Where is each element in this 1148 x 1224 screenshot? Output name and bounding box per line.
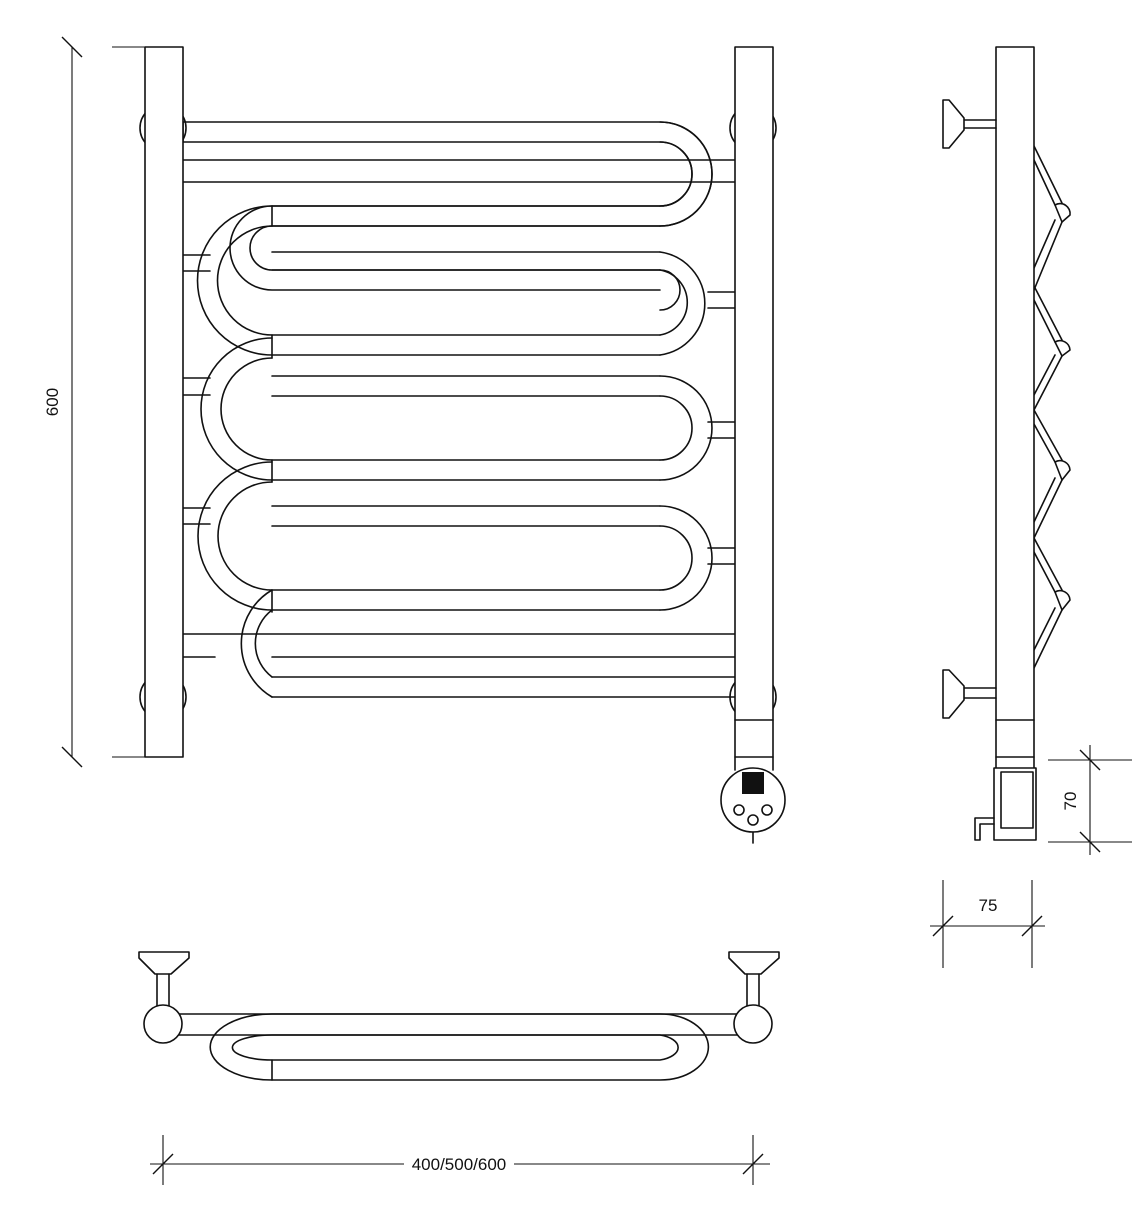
serpentine-tube <box>182 121 736 698</box>
depth-dimension: 75 <box>930 880 1045 968</box>
side-view: 70 75 <box>930 46 1132 968</box>
top-view: 400/500/600 <box>138 951 780 1185</box>
front-wall-mounts <box>139 104 777 721</box>
side-wall-brackets <box>942 99 997 719</box>
top-rail <box>162 1013 754 1036</box>
controller-button-right <box>761 804 773 816</box>
width-label: 400/500/600 <box>412 1155 507 1174</box>
controller-button-left <box>733 804 745 816</box>
side-zigzag <box>1033 145 1071 669</box>
right-post <box>734 46 774 758</box>
height-dimension: 600 <box>43 36 183 768</box>
controller-button-center <box>747 814 759 826</box>
top-right-post <box>733 1004 773 1044</box>
heater-controller <box>720 756 786 844</box>
front-view: 600 <box>43 36 786 844</box>
top-brackets <box>138 951 780 1007</box>
left-post <box>144 46 184 758</box>
height-label: 600 <box>43 388 62 416</box>
front-connectors <box>182 159 736 658</box>
front-posts <box>144 46 774 758</box>
control-height-label: 70 <box>1061 792 1080 811</box>
depth-label: 75 <box>979 896 998 915</box>
control-height-dimension: 70 <box>1048 745 1132 855</box>
top-left-post <box>143 1004 183 1044</box>
width-dimension: 400/500/600 <box>150 1135 770 1185</box>
side-controller <box>974 756 1037 841</box>
side-post <box>995 46 1035 758</box>
controller-display <box>742 772 764 794</box>
top-u-loop <box>209 1013 710 1081</box>
